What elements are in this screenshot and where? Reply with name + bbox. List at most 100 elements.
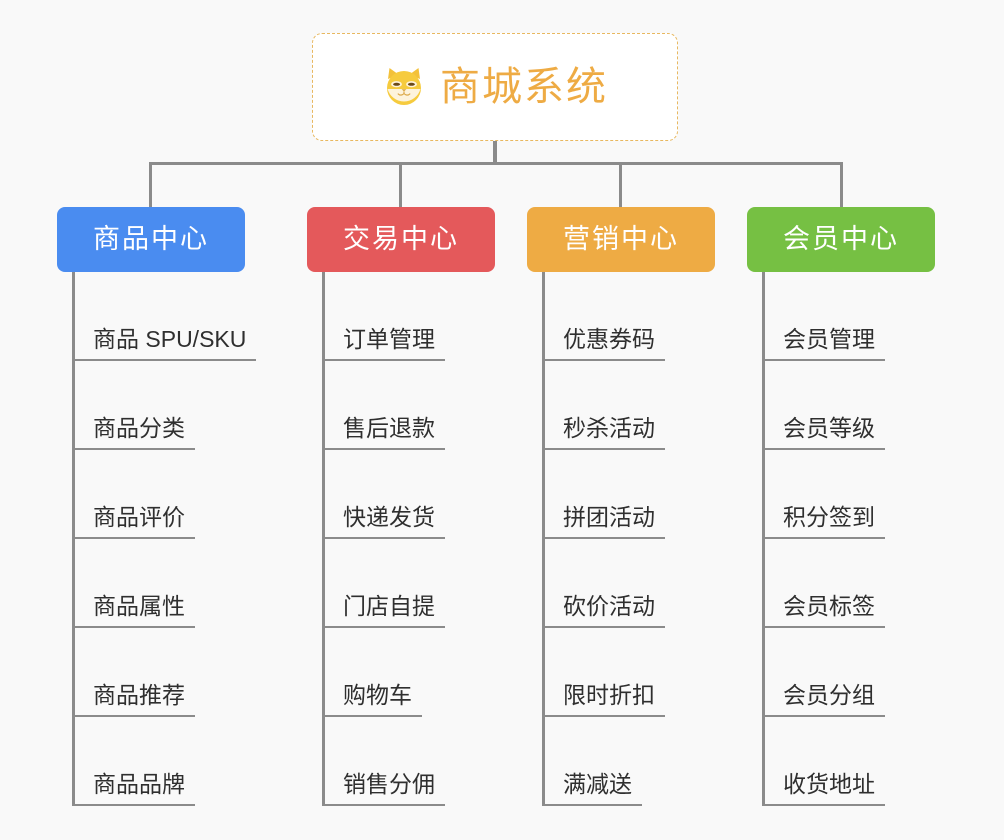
leaf-underline bbox=[73, 448, 195, 450]
leaf-label: 拼团活动 bbox=[563, 504, 655, 530]
leaf-label: 商品属性 bbox=[93, 593, 185, 619]
leaf-underline bbox=[543, 626, 665, 628]
leaf-item[interactable]: 订单管理 bbox=[323, 272, 495, 361]
leaf-label: 满减送 bbox=[563, 771, 632, 797]
leaf-item[interactable]: 购物车 bbox=[323, 628, 495, 717]
leaf-label: 售后退款 bbox=[343, 415, 435, 441]
branch-header-2[interactable]: 交易中心 bbox=[307, 207, 495, 272]
leaf-underline bbox=[543, 804, 642, 806]
leaf-label: 快递发货 bbox=[343, 504, 435, 530]
leaf-underline bbox=[323, 537, 445, 539]
leaf-underline bbox=[73, 626, 195, 628]
leaf-spine-3 bbox=[542, 272, 545, 806]
leaf-item[interactable]: 拼团活动 bbox=[543, 450, 715, 539]
leaf-item[interactable]: 商品 SPU/SKU bbox=[73, 272, 257, 361]
leaf-item[interactable]: 秒杀活动 bbox=[543, 361, 715, 450]
branch-header-3[interactable]: 营销中心 bbox=[527, 207, 715, 272]
leaf-spine-1 bbox=[72, 272, 75, 806]
leaf-underline bbox=[543, 448, 665, 450]
leaf-underline bbox=[323, 715, 422, 717]
leaf-item[interactable]: 商品推荐 bbox=[73, 628, 250, 717]
leaf-underline bbox=[763, 448, 885, 450]
leaf-item[interactable]: 会员分组 bbox=[763, 628, 935, 717]
leaf-underline bbox=[73, 359, 257, 361]
leaf-label: 会员等级 bbox=[783, 415, 875, 441]
leaf-label: 会员管理 bbox=[783, 326, 875, 352]
leaf-label: 商品品牌 bbox=[93, 771, 185, 797]
leaf-underline bbox=[73, 804, 195, 806]
leaf-underline bbox=[323, 804, 445, 806]
leaf-item[interactable]: 商品评价 bbox=[73, 450, 250, 539]
leaf-item[interactable]: 积分签到 bbox=[763, 450, 935, 539]
leaf-item[interactable]: 会员管理 bbox=[763, 272, 935, 361]
leaf-item[interactable]: 会员标签 bbox=[763, 539, 935, 628]
leaf-item[interactable]: 商品品牌 bbox=[73, 717, 250, 806]
connector-horizontal-bus bbox=[149, 162, 843, 165]
leaf-list-3: 优惠券码 秒杀活动 拼团活动 砍价活动 限时折扣 满减送 bbox=[527, 272, 715, 806]
root-title: 商城系统 bbox=[440, 65, 608, 109]
leaf-label: 优惠券码 bbox=[563, 326, 655, 352]
leaf-label: 销售分佣 bbox=[343, 771, 435, 797]
leaf-underline bbox=[323, 448, 445, 450]
leaf-underline bbox=[763, 804, 885, 806]
leaf-label: 会员标签 bbox=[783, 593, 875, 619]
leaf-underline bbox=[763, 537, 885, 539]
branch-column-3: 营销中心 优惠券码 秒杀活动 拼团活动 砍价活动 限时折扣 满减送 bbox=[527, 207, 715, 806]
branch-header-label-1: 商品中心 bbox=[93, 224, 209, 254]
connector-root-stem bbox=[493, 141, 497, 165]
branch-header-4[interactable]: 会员中心 bbox=[747, 207, 935, 272]
leaf-item[interactable]: 满减送 bbox=[543, 717, 715, 806]
leaf-item[interactable]: 商品分类 bbox=[73, 361, 250, 450]
leaf-underline bbox=[323, 359, 445, 361]
leaf-item[interactable]: 快递发货 bbox=[323, 450, 495, 539]
leaf-item[interactable]: 售后退款 bbox=[323, 361, 495, 450]
connector-drop-4 bbox=[840, 162, 843, 208]
leaf-item[interactable]: 商品属性 bbox=[73, 539, 250, 628]
branch-column-2: 交易中心 订单管理 售后退款 快递发货 门店自提 购物车 销售分佣 bbox=[307, 207, 495, 806]
connector-drop-1 bbox=[149, 162, 152, 208]
leaf-underline bbox=[73, 715, 195, 717]
leaf-label: 门店自提 bbox=[343, 593, 435, 619]
leaf-spine-2 bbox=[322, 272, 325, 806]
leaf-item[interactable]: 门店自提 bbox=[323, 539, 495, 628]
leaf-underline bbox=[543, 537, 665, 539]
leaf-label: 商品推荐 bbox=[93, 682, 185, 708]
leaf-item[interactable]: 收货地址 bbox=[763, 717, 935, 806]
branch-column-1: 商品中心 商品 SPU/SKU 商品分类 商品评价 商品属性 商品推荐 商品品牌 bbox=[57, 207, 257, 806]
leaf-underline bbox=[763, 359, 885, 361]
connector-drop-2 bbox=[399, 162, 402, 208]
leaf-list-4: 会员管理 会员等级 积分签到 会员标签 会员分组 收货地址 bbox=[747, 272, 935, 806]
branch-header-label-3: 营销中心 bbox=[563, 224, 679, 254]
leaf-underline bbox=[323, 626, 445, 628]
leaf-item[interactable]: 会员等级 bbox=[763, 361, 935, 450]
leaf-label: 砍价活动 bbox=[563, 593, 655, 619]
root-node[interactable]: 商城系统 bbox=[312, 33, 678, 141]
branch-header-1[interactable]: 商品中心 bbox=[57, 207, 245, 272]
leaf-label: 商品分类 bbox=[93, 415, 185, 441]
leaf-label: 收货地址 bbox=[783, 771, 875, 797]
leaf-label: 限时折扣 bbox=[563, 682, 655, 708]
leaf-label: 积分签到 bbox=[783, 504, 875, 530]
connector-drop-3 bbox=[619, 162, 622, 208]
leaf-underline bbox=[763, 715, 885, 717]
leaf-label: 秒杀活动 bbox=[563, 415, 655, 441]
leaf-label: 会员分组 bbox=[783, 682, 875, 708]
leaf-item[interactable]: 销售分佣 bbox=[323, 717, 495, 806]
leaf-underline bbox=[543, 715, 665, 717]
leaf-underline bbox=[543, 359, 665, 361]
leaf-list-1: 商品 SPU/SKU 商品分类 商品评价 商品属性 商品推荐 商品品牌 bbox=[57, 272, 257, 806]
shiba-dog-face-icon bbox=[382, 65, 426, 109]
leaf-spine-4 bbox=[762, 272, 765, 806]
branch-header-label-2: 交易中心 bbox=[343, 224, 459, 254]
leaf-item[interactable]: 限时折扣 bbox=[543, 628, 715, 717]
branch-column-4: 会员中心 会员管理 会员等级 积分签到 会员标签 会员分组 收货地址 bbox=[747, 207, 935, 806]
leaf-label: 订单管理 bbox=[343, 326, 435, 352]
leaf-label: 商品评价 bbox=[93, 504, 185, 530]
branch-header-label-4: 会员中心 bbox=[783, 224, 899, 254]
leaf-label: 购物车 bbox=[343, 682, 412, 708]
leaf-underline bbox=[763, 626, 885, 628]
leaf-item[interactable]: 优惠券码 bbox=[543, 272, 715, 361]
leaf-label: 商品 SPU/SKU bbox=[93, 326, 247, 352]
leaf-item[interactable]: 砍价活动 bbox=[543, 539, 715, 628]
